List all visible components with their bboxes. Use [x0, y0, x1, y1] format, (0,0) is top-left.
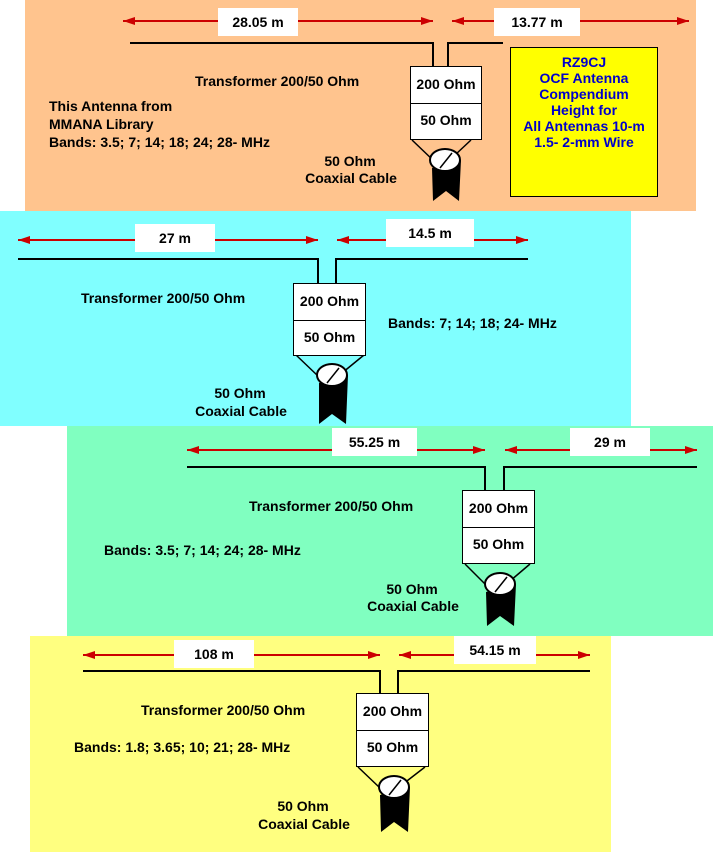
antenna-panel-1: 28.05 m 13.77 m 200 Ohm 50 Ohm Transform…	[25, 0, 696, 211]
arrowhead	[578, 651, 590, 659]
left-wire	[83, 670, 381, 694]
ohm-50-label: 50 Ohm	[472, 536, 525, 552]
info-line: Height for	[550, 102, 618, 118]
right-wire	[397, 670, 590, 694]
arrowhead	[368, 651, 380, 659]
arrowhead	[516, 236, 528, 244]
right-wire	[503, 466, 697, 491]
right-wire	[335, 258, 528, 284]
info-line: 1.5- 2-mm Wire	[534, 134, 634, 150]
left-length-label: 27 m	[135, 224, 215, 252]
left-wire	[187, 466, 486, 491]
bands-label: Bands: 7; 14; 18; 24- MHz	[388, 315, 557, 331]
left-length-label: 108 m	[174, 640, 254, 668]
coax-connector	[316, 363, 348, 387]
panel-background	[67, 426, 713, 636]
arrowhead	[306, 236, 318, 244]
ohm-50-label: 50 Ohm	[420, 112, 472, 128]
source-line-2: MMANA Library	[49, 116, 154, 132]
right-length-label: 14.5 m	[386, 219, 474, 247]
feed-line	[357, 766, 381, 789]
arrowhead	[337, 236, 349, 244]
info-box: RZ9CJ OCF Antenna Compendium Height for …	[510, 47, 658, 197]
transformer-box: 200 Ohm 50 Ohm	[356, 693, 429, 767]
info-line: All Antennas 10-m	[523, 118, 645, 134]
bands-label: Bands: 3.5; 7; 14; 24; 28- MHz	[104, 542, 301, 558]
arrowhead	[473, 446, 485, 454]
antenna-panel-4: 108 m 54.15 m 200 Ohm 50 Ohm Transformer…	[30, 636, 611, 852]
transformer-label: Transformer 200/50 Ohm	[249, 498, 414, 514]
coax-connector	[429, 148, 461, 172]
right-length-label: 54.15 m	[454, 636, 536, 664]
antenna-panel-3: 55.25 m 29 m 200 Ohm 50 Ohm Transformer …	[67, 426, 713, 636]
ohm-200-label: 200 Ohm	[357, 694, 428, 731]
ohm-50-label: 50 Ohm	[366, 739, 419, 755]
left-wire	[130, 42, 434, 67]
left-wire	[18, 258, 319, 284]
antenna-panel-2: 27 m 14.5 m 200 Ohm 50 Ohm Transformer 2…	[0, 211, 631, 426]
coax-connector	[378, 775, 410, 799]
coax-cable	[319, 375, 348, 424]
source-line-1: This Antenna from	[49, 98, 173, 114]
ohm-200-label: 200 Ohm	[411, 67, 481, 104]
antenna-drawing-2	[18, 236, 528, 424]
cable-label-line-2: Coaxial Cable	[305, 170, 397, 186]
bands-label: Bands: 1.8; 3.65; 10; 21; 28- MHz	[74, 739, 291, 755]
right-length-label: 13.77 m	[494, 8, 580, 36]
info-line: OCF Antenna	[539, 70, 629, 86]
ohm-200-label: 200 Ohm	[463, 491, 534, 528]
arrowhead	[399, 651, 411, 659]
transformer-box: 200 Ohm 50 Ohm	[462, 490, 535, 564]
arrowhead	[677, 17, 689, 25]
cable-label-line-1: 50 Ohm	[277, 798, 329, 814]
feed-line	[295, 354, 319, 377]
right-wire	[447, 42, 503, 67]
feed-line	[454, 139, 472, 156]
transformer-label: Transformer 200/50 Ohm	[141, 702, 306, 718]
coax-connector	[484, 572, 516, 596]
right-length-label: 29 m	[570, 428, 650, 456]
feed-line	[464, 563, 488, 587]
transformer-label: Transformer 200/50 Ohm	[81, 290, 246, 306]
arrowhead	[452, 17, 464, 25]
left-length-label: 55.25 m	[332, 428, 417, 456]
cable-label-line-2: Coaxial Cable	[258, 816, 350, 832]
info-line: RZ9CJ	[561, 54, 607, 70]
arrowhead	[685, 446, 697, 454]
arrowhead	[123, 17, 135, 25]
ohm-200-label: 200 Ohm	[294, 284, 365, 321]
cable-label-line-1: 50 Ohm	[324, 153, 376, 169]
cable-label-line-2: Coaxial Cable	[195, 403, 287, 419]
arrowhead	[187, 446, 199, 454]
coax-cable	[380, 787, 410, 832]
arrowhead	[505, 446, 517, 454]
cable-label-line-1: 50 Ohm	[386, 581, 438, 597]
arrowhead	[18, 236, 30, 244]
transformer-box: 200 Ohm 50 Ohm	[410, 66, 482, 140]
antenna-drawing-1	[123, 17, 689, 201]
cable-label-line-1: 50 Ohm	[214, 385, 266, 401]
arrowhead	[421, 17, 433, 25]
bands-label: Bands: 3.5; 7; 14; 18; 24; 28- MHz	[49, 134, 270, 150]
info-line: Compendium	[539, 86, 629, 102]
cable-label-line-2: Coaxial Cable	[367, 598, 459, 614]
arrowhead	[83, 651, 95, 659]
left-length-label: 28.05 m	[218, 8, 298, 36]
transformer-label: Transformer 200/50 Ohm	[195, 73, 360, 89]
ohm-50-label: 50 Ohm	[303, 328, 356, 345]
transformer-box: 200 Ohm 50 Ohm	[293, 283, 366, 356]
